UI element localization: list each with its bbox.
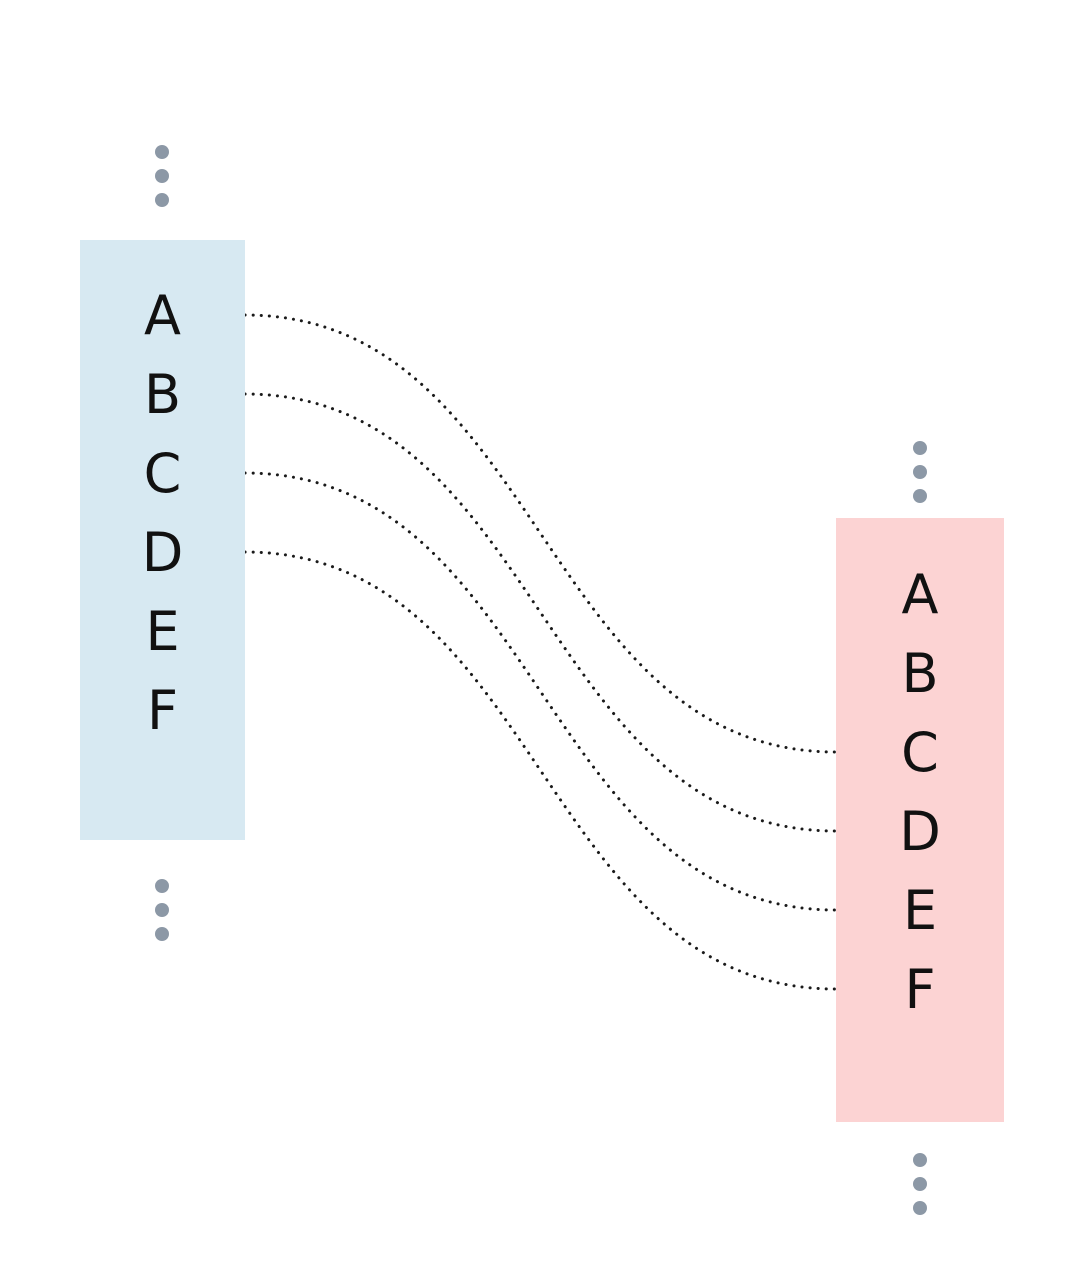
- ellipsis-left-top-dot: [155, 169, 169, 183]
- ellipsis-right-bottom-dot: [913, 1153, 927, 1167]
- ellipsis-right-top-dot: [913, 465, 927, 479]
- left-letter-F: F: [146, 678, 179, 742]
- ellipsis-left-top-dot: [155, 193, 169, 207]
- ellipsis-right-top-dot: [913, 489, 927, 503]
- left-letter-E: E: [145, 599, 180, 663]
- ellipsis-left-bottom-dot: [155, 903, 169, 917]
- right-letter-E: E: [902, 878, 938, 942]
- ellipsis-left-top-dot: [155, 145, 169, 159]
- ellipsis-left-bottom-dot: [155, 879, 169, 893]
- ellipsis-left-bottom-dot: [155, 927, 169, 941]
- connection-A-C: [243, 313, 838, 754]
- right-letter-C: C: [901, 720, 939, 784]
- left-letter-C: C: [143, 441, 182, 505]
- ellipsis-right-top-dot: [913, 441, 927, 455]
- connection-B-D: [243, 392, 838, 833]
- right-letter-A: A: [901, 562, 939, 626]
- ellipsis-right-bottom-dot: [913, 1177, 927, 1191]
- left-letter-B: B: [143, 362, 182, 426]
- left-letter-D: D: [141, 520, 184, 584]
- right-letter-B: B: [901, 641, 939, 705]
- connection-C-E: [243, 471, 838, 912]
- right-letter-D: D: [899, 799, 941, 863]
- connection-D-F: [243, 550, 838, 991]
- ellipsis-right-bottom-dot: [913, 1201, 927, 1215]
- left-letter-A: A: [144, 283, 181, 347]
- right-letter-F: F: [904, 957, 936, 1021]
